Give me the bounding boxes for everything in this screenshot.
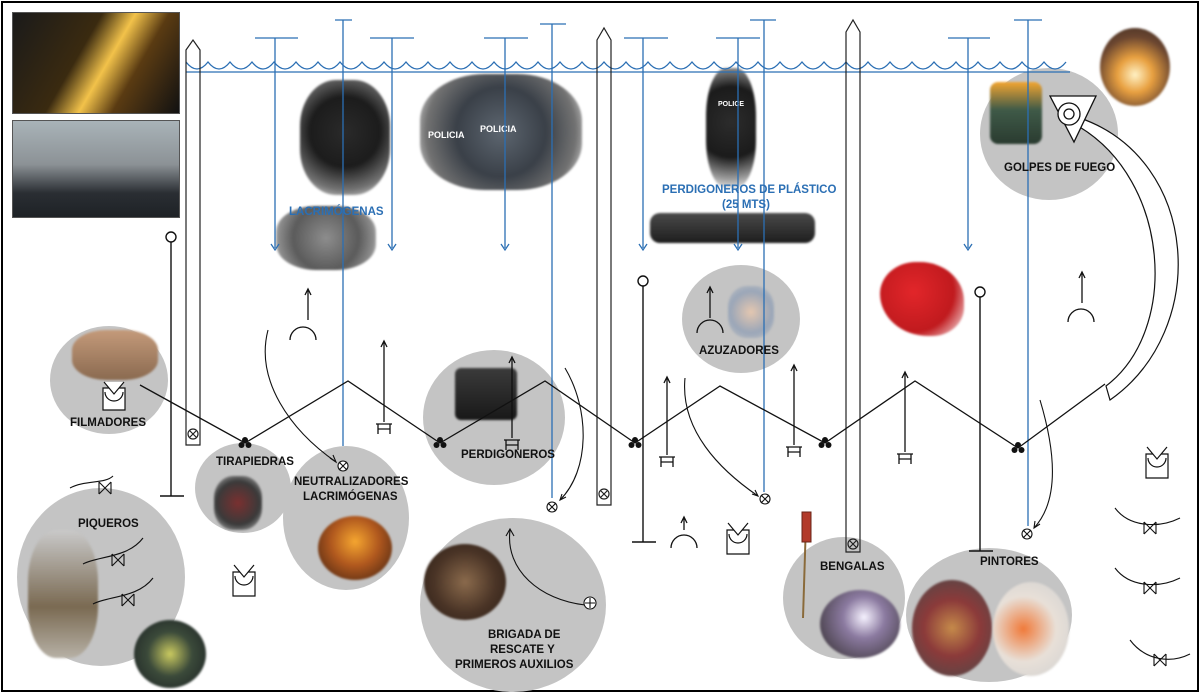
flare-rocket bbox=[801, 511, 812, 619]
rescue-scene-image bbox=[424, 544, 506, 620]
label-pintores: PINTORES bbox=[980, 556, 1039, 568]
blue-arrows bbox=[255, 19, 1042, 526]
red-paint-splash-image bbox=[880, 262, 964, 336]
police-shield-text: POLICIA bbox=[428, 130, 465, 140]
curved-arrows bbox=[264, 329, 1053, 606]
label-bengalas: BENGALAS bbox=[820, 561, 885, 573]
label-golpes-de-fuego: GOLPES DE FUEGO bbox=[1004, 162, 1116, 174]
club-symbols bbox=[238, 437, 1025, 453]
h-markers bbox=[376, 339, 913, 467]
bowtie-symbols bbox=[69, 475, 1191, 667]
big-curved-arrow bbox=[1077, 117, 1179, 401]
plastic-rifle-image bbox=[650, 213, 815, 243]
wave-line bbox=[185, 60, 1070, 73]
flare-scene-image bbox=[820, 590, 900, 658]
fire-scene-image bbox=[318, 516, 392, 580]
riot-photo-street bbox=[12, 120, 180, 218]
label-perdigoneros-plastico-2: (25 MTS) bbox=[722, 199, 770, 211]
label-neutralizadores-1: NEUTRALIZADORES bbox=[294, 476, 409, 488]
label-piqueros: PIQUEROS bbox=[78, 518, 139, 530]
police-helmet-text: POLICE bbox=[718, 101, 745, 108]
tear-gas-canisters-image bbox=[276, 206, 376, 270]
shouter-image bbox=[728, 286, 774, 338]
shield-symbols bbox=[102, 381, 1169, 597]
stone-thrower-image bbox=[214, 476, 262, 530]
zigzag-line bbox=[139, 380, 1106, 449]
label-brigada-2: RESCATE Y bbox=[490, 644, 555, 656]
painters-crowd-image bbox=[912, 580, 992, 676]
arc-symbols bbox=[289, 270, 1095, 549]
crosshair-symbols bbox=[337, 460, 1033, 610]
paint-balloons-image bbox=[993, 582, 1069, 676]
burning-dumpster-image bbox=[990, 82, 1042, 144]
label-azuzadores: AZUZADORES bbox=[699, 345, 779, 357]
label-perdigoneros-plastico-1: PERDIGONEROS DE PLÁSTICO bbox=[662, 184, 837, 196]
police-officer-image bbox=[706, 68, 756, 188]
target-triangle-symbol bbox=[1048, 95, 1098, 144]
phone-in-hands-image bbox=[72, 330, 158, 380]
riot-photo-night bbox=[12, 12, 180, 114]
label-brigada-3: PRIMEROS AUXILIOS bbox=[455, 659, 574, 671]
pike-worker-image bbox=[28, 530, 98, 658]
riot-police-line-image bbox=[420, 74, 582, 190]
label-filmadores: FILMADORES bbox=[70, 417, 147, 429]
fire-photo bbox=[1100, 28, 1170, 106]
riot-police-officer-image bbox=[300, 80, 390, 195]
label-tirapiedras: TIRAPIEDRAS bbox=[216, 456, 294, 468]
flag-posts bbox=[185, 18, 861, 553]
label-perdigoneros: PERDIGONEROS bbox=[461, 449, 555, 461]
police-shield-text-2: POLICIA bbox=[480, 124, 517, 134]
night-crowd-image bbox=[134, 620, 206, 688]
label-lacrimogenas: LACRIMÓGENAS bbox=[289, 206, 384, 218]
bullet-shells-image bbox=[455, 368, 517, 420]
label-neutralizadores-2: LACRIMÓGENAS bbox=[303, 491, 398, 503]
label-brigada-1: BRIGADA DE bbox=[488, 629, 561, 641]
